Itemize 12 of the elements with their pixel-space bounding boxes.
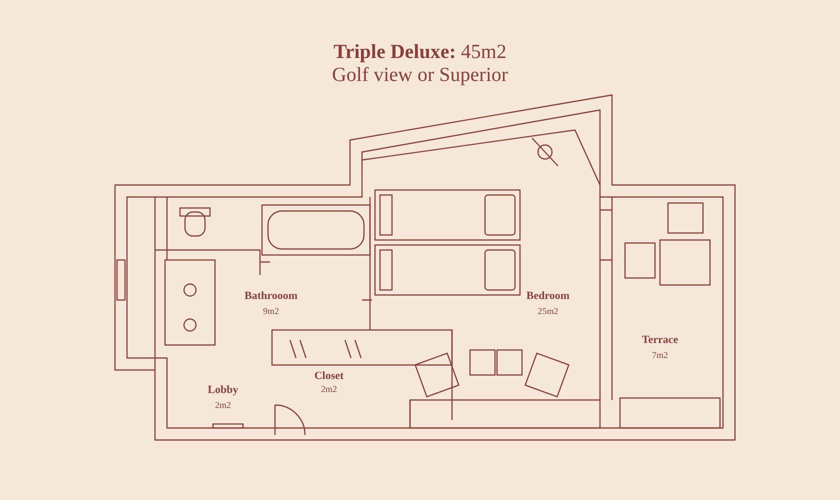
room-name: Bathrooom [244,290,298,302]
room-name: Closet [314,370,344,382]
subtitle: Golf view or Superior [332,64,508,87]
room-area: 9m2 [263,306,279,316]
room-name: Bedroom [526,290,570,302]
title: Triple Deluxe: 45m2 [332,40,508,64]
room-area: 25m2 [538,306,558,316]
room-name: Terrace [642,334,678,346]
room-area: 2m2 [215,400,231,410]
room-area: 2m2 [321,384,337,394]
room-area: 7m2 [652,350,668,360]
room-name: Lobby [208,384,238,396]
